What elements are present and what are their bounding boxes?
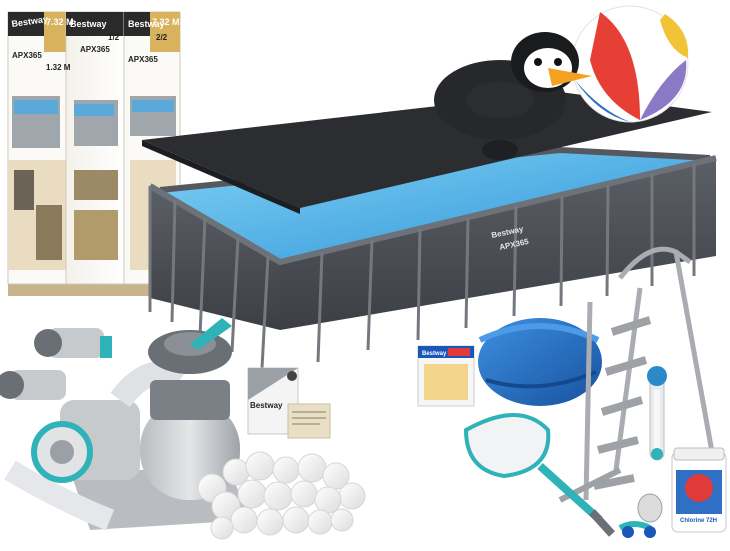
pool-legs [148, 164, 696, 369]
pool-wall [150, 186, 280, 330]
box3-brand: Bestway [128, 19, 165, 29]
box2-model: APX365 [80, 45, 110, 54]
box3-size-main: 7.32 M [152, 17, 180, 27]
box3-part: 2/2 [156, 33, 168, 42]
pallet [8, 282, 180, 296]
solar-cover [478, 318, 602, 406]
product-box-2 [65, 11, 125, 285]
pool-accessories-small [618, 493, 663, 538]
box1-model: APX365 [12, 51, 42, 60]
chlorine-label: Chlorine 72H [680, 518, 717, 524]
box3-model: APX365 [128, 55, 158, 64]
chlorine-container [671, 447, 727, 533]
penguin-float [434, 32, 592, 160]
box1-size-main: 7.32 M [46, 17, 74, 27]
product-boxes-group [7, 11, 181, 296]
filter-balls [197, 451, 366, 540]
repair-kit [417, 345, 475, 407]
box1-size-sub: 1.32 M [46, 63, 71, 72]
valve-handle [190, 318, 232, 350]
repair-kit-brand: Bestway [422, 351, 447, 357]
beach-ball [571, 5, 689, 123]
pipe-connectors [0, 328, 112, 400]
instruction-manual [247, 367, 331, 439]
skimmer-net [463, 413, 615, 537]
pool-cover [142, 92, 712, 208]
box2-brand: Bestway [70, 19, 107, 29]
manual-brand: Bestway [250, 401, 283, 410]
box2-part: 1/2 [108, 33, 120, 42]
thermometer [647, 366, 667, 461]
